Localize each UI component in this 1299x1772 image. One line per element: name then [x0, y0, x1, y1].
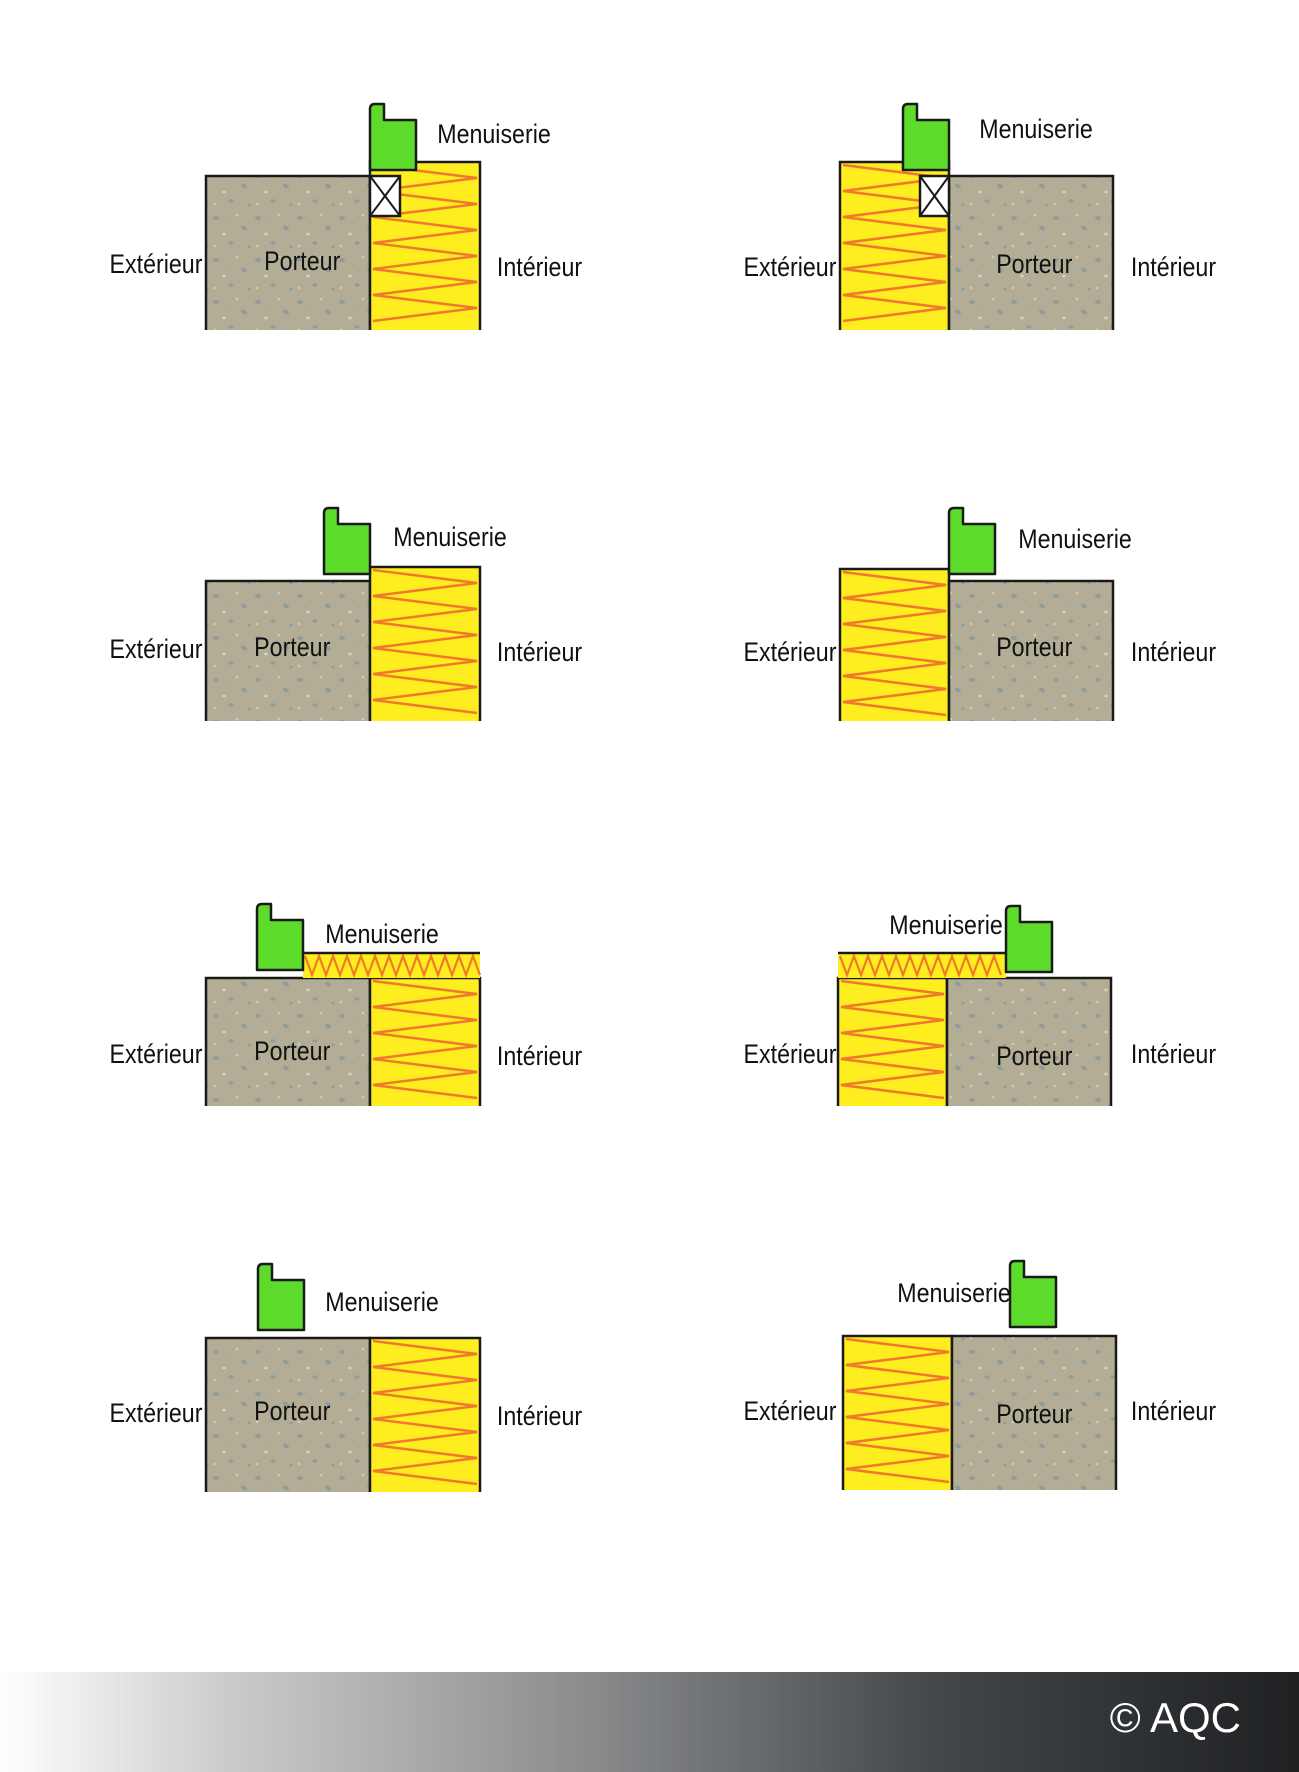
menuiserie-label: Menuiserie	[889, 910, 1003, 940]
porteur-label: Porteur	[254, 632, 330, 662]
interieur-label: Intérieur	[497, 1041, 582, 1071]
porteur-label: Porteur	[996, 632, 1072, 662]
porteur-wall	[206, 581, 370, 721]
menuiserie-frame	[1008, 1259, 1058, 1329]
porteur-label: Porteur	[996, 249, 1072, 279]
menuiserie-label: Menuiserie	[325, 1287, 439, 1317]
panel-isolation-exterieure-menuiserie-sur-porteur: Extérieur Porteur Intérieur Menuiserie	[744, 506, 1216, 721]
porteur-wall	[952, 1336, 1116, 1490]
insulation-layer	[370, 567, 480, 721]
batten-cross-lines	[919, 175, 950, 217]
porteur-outline	[950, 1334, 1118, 1490]
panel-isolation-exterieure-retour-isolant: Extérieur Porteur Intérieur Menuiserie	[744, 904, 1216, 1106]
exterieur-label: Extérieur	[744, 637, 837, 667]
exterieur-label: Extérieur	[110, 634, 203, 664]
insulation-layer	[370, 1338, 480, 1492]
exterieur-label: Extérieur	[744, 1396, 837, 1426]
exterieur-label: Extérieur	[744, 252, 837, 282]
menuiserie-label: Menuiserie	[325, 919, 439, 949]
interieur-label: Intérieur	[497, 252, 582, 282]
porteur-wall	[206, 978, 370, 1106]
porteur-label: Porteur	[254, 1036, 330, 1066]
panel-isolation-interieure-menuiserie-sur-tasseau: Extérieur Porteur Intérieur Menuiserie	[110, 102, 582, 330]
panel-isolation-interieure-menuiserie-en-tableau: Extérieur Porteur Intérieur Menuiserie	[110, 1262, 582, 1492]
footer-bar: © AQC	[0, 1672, 1299, 1772]
porteur-label: Porteur	[996, 1399, 1072, 1429]
porteur-wall	[206, 176, 370, 330]
insulation-return	[838, 953, 1006, 978]
copyright-text: © AQC	[1109, 1694, 1241, 1741]
panel-isolation-interieure-menuiserie-sur-porteur: Extérieur Porteur Intérieur Menuiserie	[110, 506, 582, 721]
porteur-wall	[206, 1338, 370, 1492]
panel-isolation-exterieure-menuiserie-en-tableau: Extérieur Porteur Intérieur Menuiserie	[744, 1259, 1216, 1490]
porteur-wall	[949, 581, 1113, 721]
menuiserie-label: Menuiserie	[393, 522, 507, 552]
interieur-label: Intérieur	[1131, 1396, 1216, 1426]
exterieur-label: Extérieur	[110, 249, 203, 279]
porteur-outline	[947, 579, 1115, 721]
insulation-zigzag	[842, 570, 947, 717]
insulation-layer	[843, 1336, 952, 1490]
menuiserie-frame	[1004, 904, 1054, 974]
menuiserie-frame	[255, 902, 305, 972]
insulation-zigzag	[372, 1339, 478, 1486]
menuiserie-frame	[322, 506, 372, 576]
menuiserie-label: Menuiserie	[979, 114, 1093, 144]
menuiserie-label: Menuiserie	[897, 1278, 1011, 1308]
menuiserie-frame	[256, 1262, 306, 1332]
insulation-return-zigzag	[303, 952, 482, 979]
interieur-label: Intérieur	[1131, 1039, 1216, 1069]
batten-cross-lines	[369, 175, 401, 217]
exterieur-label: Extérieur	[744, 1039, 837, 1069]
insulation-zigzag	[372, 979, 478, 1100]
insulation-outline	[368, 565, 482, 721]
interieur-label: Intérieur	[497, 1401, 582, 1431]
menuiserie-label: Menuiserie	[437, 119, 551, 149]
insulation-outline	[368, 160, 482, 330]
porteur-wall	[949, 176, 1113, 330]
panel-isolation-interieure-retour-isolant: Extérieur Porteur Intérieur Menuiserie	[110, 902, 582, 1106]
menuiserie-frame	[368, 102, 418, 172]
porteur-outline	[947, 174, 1115, 330]
exterieur-label: Extérieur	[110, 1398, 203, 1428]
insulation-zigzag	[845, 1337, 950, 1484]
insulation-zigzag	[372, 568, 478, 715]
insulation-zigzag	[840, 979, 945, 1100]
porteur-wall	[947, 978, 1111, 1106]
interieur-label: Intérieur	[1131, 252, 1216, 282]
menuiserie-frame	[947, 506, 997, 576]
panel-isolation-exterieure-menuiserie-sur-tasseau: Extérieur Porteur Intérieur Menuiserie	[744, 102, 1216, 330]
menuiserie-frame	[901, 102, 951, 172]
interieur-label: Intérieur	[497, 637, 582, 667]
interieur-label: Intérieur	[1131, 637, 1216, 667]
porteur-outline	[945, 976, 1113, 1106]
exterieur-label: Extérieur	[110, 1039, 203, 1069]
porteur-label: Porteur	[254, 1396, 330, 1426]
porteur-label: Porteur	[264, 246, 340, 276]
porteur-label: Porteur	[996, 1041, 1072, 1071]
insulation-outline	[368, 1336, 482, 1492]
insulation-return-zigzag	[838, 952, 1003, 979]
insulation-zigzag	[842, 163, 947, 323]
menuiserie-label: Menuiserie	[1018, 524, 1132, 554]
